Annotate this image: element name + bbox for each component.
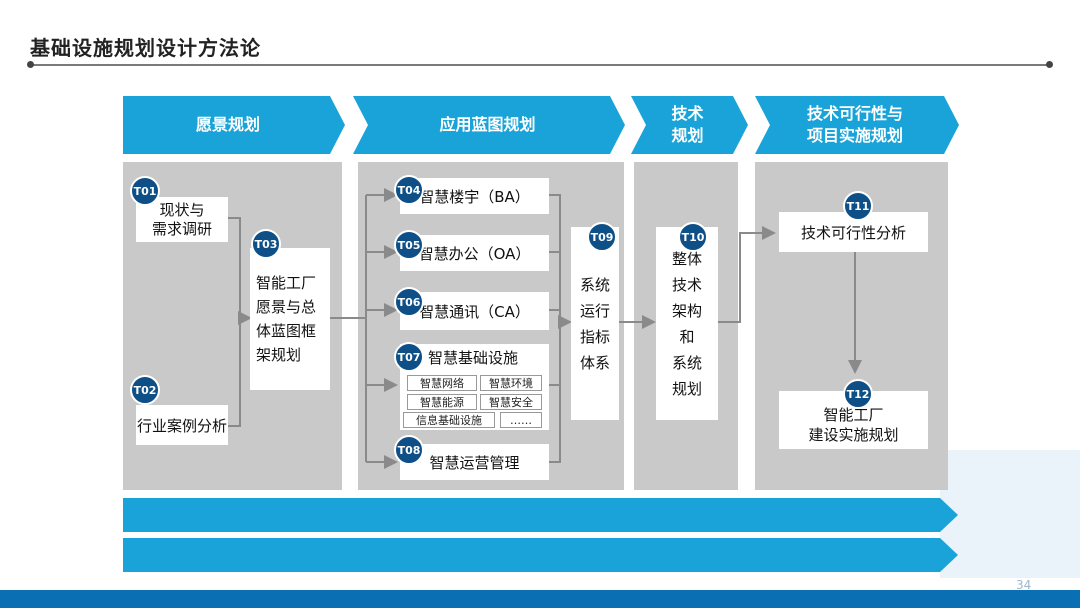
badge-t10: T10 [678,222,708,252]
task-box-t09: 系统 运行 指标 体系 [571,227,619,420]
task-box-t06: 智慧通讯（CA） [400,292,549,330]
sub-item-energy: 智慧能源 [407,394,477,410]
page-title: 基础设施规划设计方法论 [30,36,261,60]
bottom-arrow-2 [123,538,958,572]
badge-t07: T07 [394,342,424,372]
badge-t03: T03 [251,229,281,259]
task-box-t08: 智慧运营管理 [400,444,549,480]
task-box-t05: 智慧办公（OA） [400,235,549,271]
sub-item-more: …… [500,412,542,428]
page-number: 34 [1016,578,1032,592]
sub-item-network: 智慧网络 [407,375,477,391]
phase-arrow-vision [123,96,345,154]
badge-t06: T06 [394,287,424,317]
badge-t05: T05 [394,230,424,260]
badge-t02: T02 [130,375,160,405]
divider-end-dot [1046,61,1053,68]
badge-t12: T12 [843,379,873,409]
task-box-t07: 智慧基础设施 智慧网络 智慧环境 智慧能源 智慧安全 信息基础设施 …… [400,344,549,430]
sub-item-security: 智慧安全 [480,394,542,410]
title-divider [30,64,1050,66]
task-box-t04: 智慧楼宇（BA） [400,178,549,214]
connectors [228,188,862,469]
badge-t09: T09 [587,222,617,252]
task-box-t10: 整体 技术 架构 和 系统 规划 [656,227,718,420]
sub-item-environment: 智慧环境 [480,375,542,391]
bottom-arrow-1 [123,498,958,532]
phase-arrow-technology [631,96,748,154]
phase-label-technology: 技术 规划 [671,104,704,145]
badge-t11: T11 [843,191,873,221]
task-box-t02: 行业案例分析 [136,405,228,445]
task-box-t03: 智能工厂 愿景与总 体蓝图框 架规划 [250,248,330,390]
badge-t01: T01 [130,176,160,206]
divider-start-dot [27,61,34,68]
decorative-backdrop [940,450,1080,578]
badge-t08: T08 [394,435,424,465]
phase-arrow-feasibility [755,96,959,154]
phase-label-feasibility: 技术可行性与 项目实施规划 [806,104,903,145]
sub-item-infrastructure: 信息基础设施 [403,412,495,428]
badge-t04: T04 [394,175,424,205]
task-label-t07: 智慧基础设施 [428,349,519,367]
phase-arrow-blueprint [353,96,625,154]
footer-bar [0,590,1080,608]
phase-label-blueprint: 应用蓝图规划 [439,115,536,134]
phase-label-vision: 愿景规划 [195,115,260,134]
